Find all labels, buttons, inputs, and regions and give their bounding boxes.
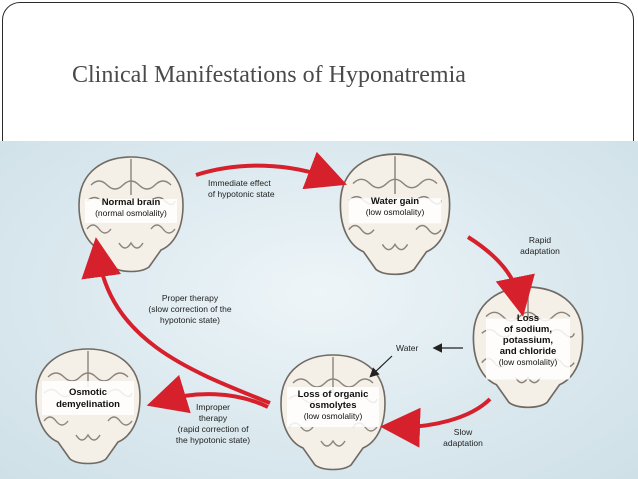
brain-loss-organic-label-1: Loss of organic <box>298 389 369 400</box>
diagram-svg: Normal brain (normal osmolality) Water g… <box>35 151 584 471</box>
brain-loss-sodium <box>472 286 584 409</box>
brain-loss-sodium-label-4: and chloride <box>500 346 556 357</box>
arrow-rapid-adaptation <box>466 235 535 317</box>
caption-proper-1: Proper therapy <box>162 293 219 303</box>
caption-immediate-1: Immediate effect <box>208 178 271 188</box>
arrow-proper-therapy <box>81 237 271 405</box>
brain-loss-organic-sublabel: (low osmolality) <box>304 411 363 421</box>
brain-loss-sodium-label-2: of sodium, <box>504 324 552 335</box>
arrow-immediate-effect <box>195 151 347 190</box>
caption-proper-2: (slow correction of the <box>148 304 231 314</box>
brain-loss-organic <box>280 354 386 471</box>
caption-proper-3: hypotonic state) <box>160 315 220 325</box>
brain-osmotic <box>35 348 141 465</box>
caption-rapid-1: Rapid <box>529 235 551 245</box>
caption-improper-1: Improper <box>196 402 230 412</box>
caption-improper-3: (rapid correction of <box>178 424 250 434</box>
brain-water-gain-sublabel: (low osmolality) <box>366 207 425 217</box>
hyponatremia-diagram: Normal brain (normal osmolality) Water g… <box>0 141 638 479</box>
brain-osmotic-label-2: demyelination <box>56 399 120 410</box>
slide-title: Clinical Manifestations of Hyponatremia <box>72 62 466 88</box>
brain-loss-sodium-label-1: Loss <box>517 313 539 324</box>
brain-loss-sodium-label-3: potassium, <box>503 335 553 346</box>
brain-water-gain <box>339 153 451 276</box>
caption-improper-4: the hypotonic state) <box>176 435 250 445</box>
caption-slow-1: Slow <box>454 427 473 437</box>
arrow-slow-adaptation <box>380 397 492 448</box>
caption-slow-2: adaptation <box>443 438 483 448</box>
caption-rapid-2: adaptation <box>520 246 560 256</box>
arrow-water-down <box>369 355 393 378</box>
brain-loss-sodium-sublabel: (low osmolality) <box>499 357 558 367</box>
brain-osmotic-label-1: Osmotic <box>69 387 107 398</box>
caption-immediate-2: of hypotonic state <box>208 189 275 199</box>
caption-water: Water <box>396 343 419 353</box>
arrow-improper-therapy <box>146 374 269 414</box>
brain-normal-label: Normal brain <box>102 197 161 208</box>
brain-loss-organic-label-2: osmolytes <box>310 400 357 411</box>
brain-normal <box>78 156 184 273</box>
caption-improper-2: therapy <box>199 413 228 423</box>
brain-normal-sublabel: (normal osmolality) <box>95 208 167 218</box>
brain-water-gain-label: Water gain <box>371 196 419 207</box>
